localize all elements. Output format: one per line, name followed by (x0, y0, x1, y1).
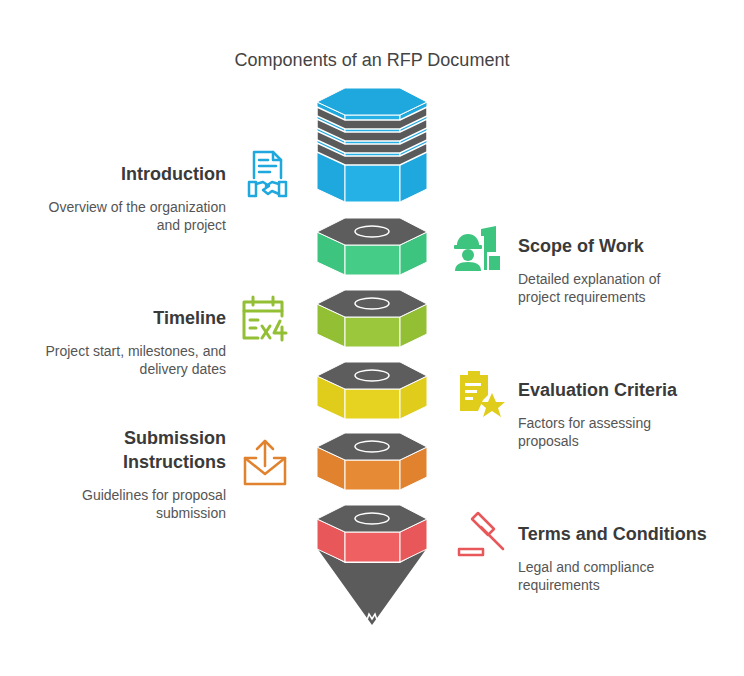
component-heading: Timeline (26, 306, 226, 330)
component-description: Project start, milestones, and delivery … (26, 342, 226, 378)
nut-top-face (317, 290, 427, 317)
text-group: IntroductionOverview of the organization… (26, 162, 226, 234)
nut-top-face (317, 218, 427, 245)
nut-hole (355, 298, 389, 309)
envelope-icon (245, 441, 285, 484)
component-description: Overview of the organization and project (26, 198, 226, 234)
cylinder-band (317, 131, 427, 153)
nut-top-face (317, 433, 427, 460)
nut-front-face (345, 245, 400, 275)
nut-hole (355, 513, 389, 524)
component-description: Factors for assessing proposals (518, 414, 683, 450)
component-heading: Terms and Conditions (518, 522, 738, 546)
text-group: Submission InstructionsGuidelines for pr… (26, 426, 226, 522)
nut-shape (317, 290, 427, 348)
component-description: Detailed explanation of project requirem… (518, 270, 683, 306)
nut-front-face (345, 532, 400, 562)
cylinder-band (317, 143, 427, 165)
stack-cylinder: IntroductionOverview of the organization… (317, 88, 427, 203)
stack-segment: Evaluation CriteriaFactors for assessing… (317, 362, 427, 420)
diagram-title: Components of an RFP Document (0, 48, 744, 72)
clipboard-icon (460, 371, 505, 417)
component-heading: Evaluation Criteria (518, 378, 738, 402)
cylinder-band (317, 119, 427, 141)
nut-top-face (317, 362, 427, 389)
text-group: Evaluation CriteriaFactors for assessing… (518, 378, 718, 450)
stack-segment: Scope of WorkDetailed explanation of pro… (317, 218, 427, 276)
nut-front-face (345, 460, 400, 490)
worker-icon (454, 226, 500, 271)
nut-hole (355, 441, 389, 452)
component-heading: Introduction (26, 162, 226, 186)
nut-hole (355, 226, 389, 237)
component-description: Legal and compliance requirements (518, 558, 683, 594)
nut-hole (355, 370, 389, 381)
text-group: Scope of WorkDetailed explanation of pro… (518, 234, 718, 306)
component-heading: Submission Instructions (96, 426, 226, 474)
text-group: Terms and ConditionsLegal and compliance… (518, 522, 718, 594)
nut-shape (317, 433, 427, 491)
cylinder-shape (317, 88, 427, 203)
stack-segment: TimelineProject start, milestones, and d… (317, 290, 427, 348)
nut-top-face (317, 505, 427, 532)
stack-segment: Submission InstructionsGuidelines for pr… (317, 433, 427, 491)
component-description: Guidelines for proposal submission (26, 486, 226, 522)
nut-front-face (345, 317, 400, 347)
stack-segment: Terms and ConditionsLegal and compliance… (317, 505, 427, 563)
text-group: TimelineProject start, milestones, and d… (26, 306, 226, 378)
gavel-icon (459, 513, 503, 555)
calendar-icon (244, 297, 286, 340)
nut-shape (317, 505, 427, 563)
component-heading: Scope of Work (518, 234, 738, 258)
nut-shape (317, 362, 427, 420)
nut-front-face (345, 389, 400, 419)
document-icon (249, 152, 286, 196)
cylinder-top-face (317, 88, 427, 115)
nut-shape (317, 218, 427, 276)
